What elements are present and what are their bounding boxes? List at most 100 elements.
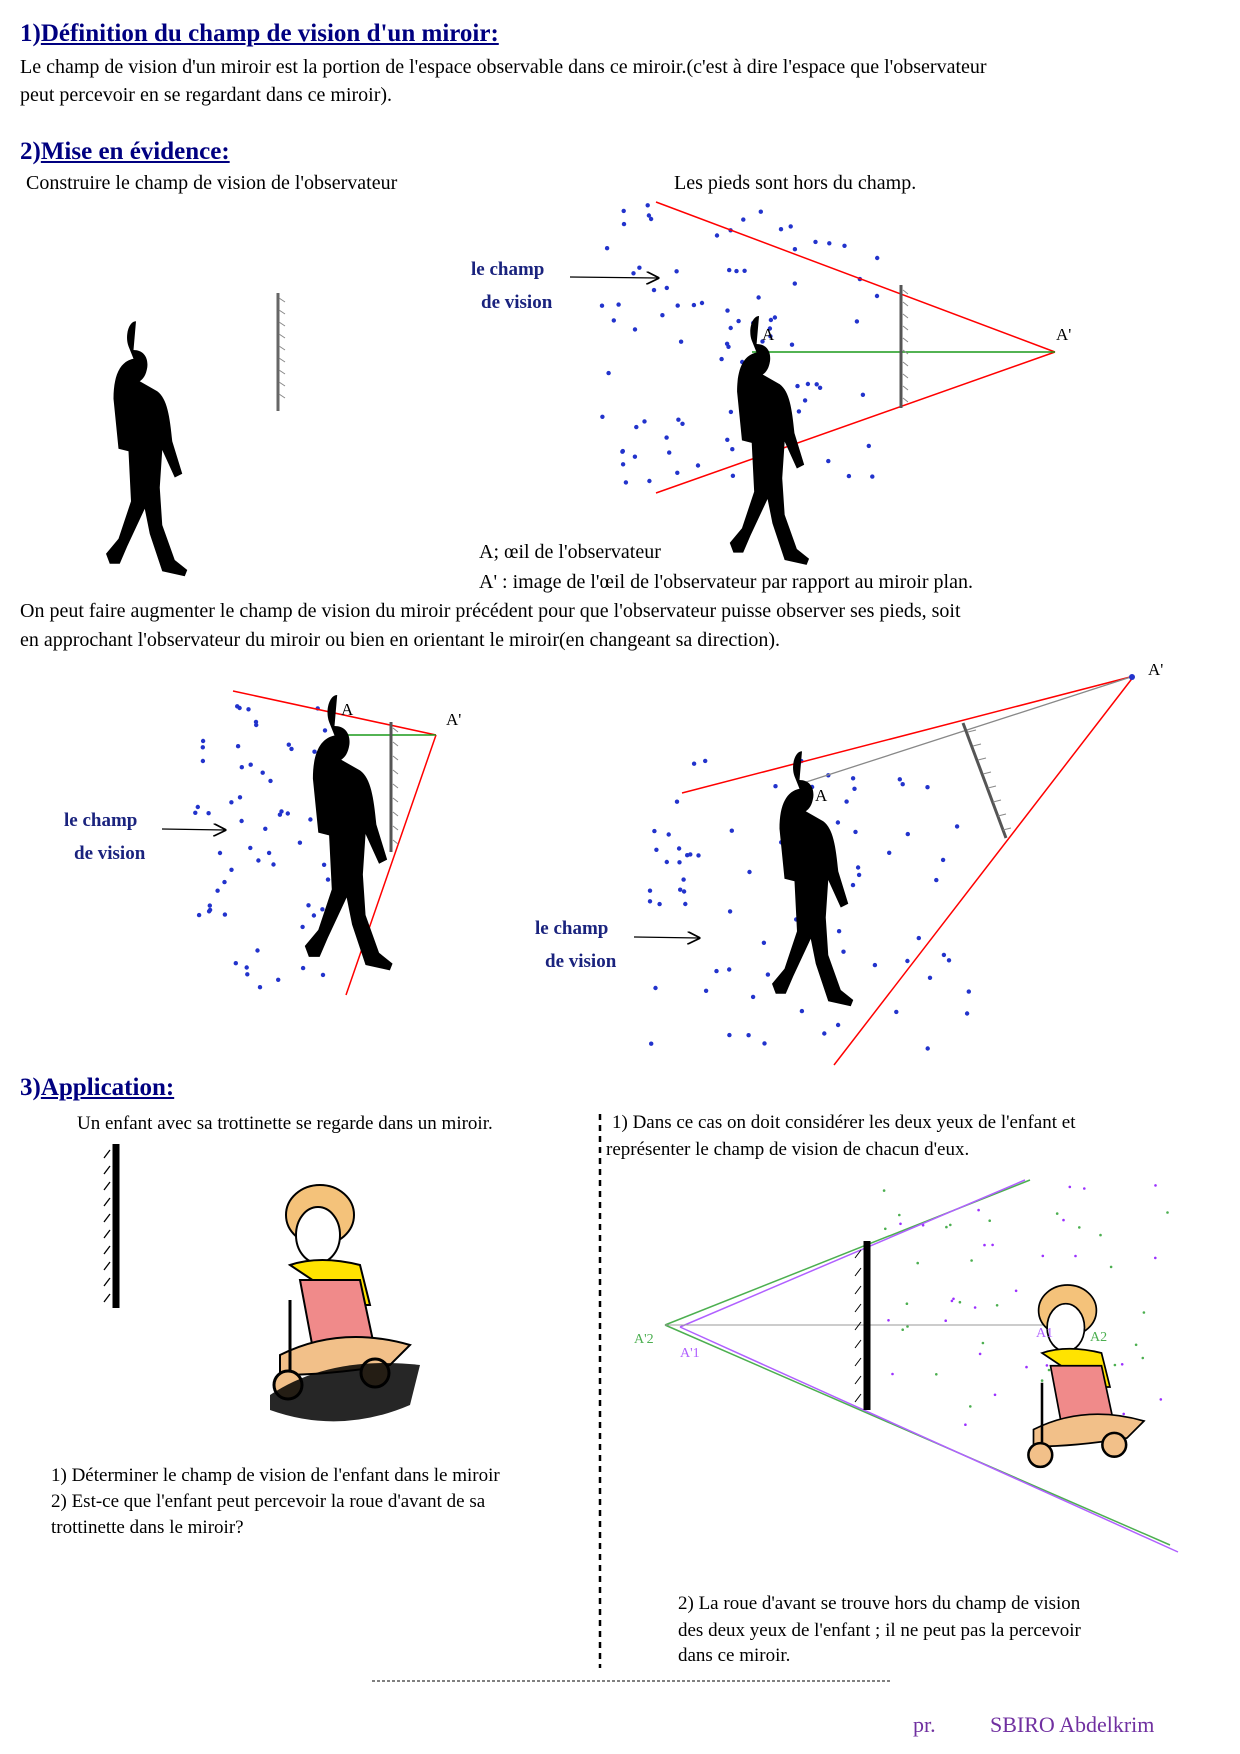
field-dot [699,300,705,306]
point-A1-prime: A'1 [680,1346,700,1361]
point-A2-prime: A'2 [634,1332,654,1347]
field-dot [1109,1265,1113,1269]
point-A-prime: A' [446,710,462,729]
field-dot [795,383,800,389]
field-dot [964,1423,967,1426]
field-dot [246,707,251,712]
field-dot [954,824,960,829]
field-label: de vision [545,951,617,972]
field-dot [762,1041,767,1046]
field-dot [239,765,244,770]
observer-silhouette [106,321,188,577]
field-dot [891,1372,894,1376]
field-dot [196,912,202,918]
field-dot [222,879,227,885]
field-dot [854,319,860,324]
field-dot [678,887,683,892]
field-dot [853,829,858,835]
field-dot [728,409,734,415]
field-dot [634,424,639,430]
field-dot [1055,1212,1059,1215]
figure-observer-alone [106,293,286,577]
field-dots [599,203,880,485]
section3-heading: 3)Application: [20,1074,175,1101]
field-dot [200,738,206,744]
field-dot [263,826,268,831]
point-A-prime: A' [1148,660,1164,679]
field-dot [1045,1364,1049,1367]
field-dot [822,1031,827,1036]
footer-author: SBIRO Abdelkrim [990,1712,1155,1737]
field-dot [760,339,765,344]
legend-A: A; œil de l'observateur [479,541,661,563]
field-dot [1122,1412,1125,1416]
field-dot [856,872,862,878]
field-dot [750,994,756,1000]
field-dot [941,952,947,958]
field-dot [606,370,611,376]
field-dot [973,1306,977,1309]
field-dot [674,799,680,804]
field-dot [646,213,652,218]
field-dot [237,705,242,711]
field-dot [652,828,657,834]
field-dot [696,853,701,858]
answer2-line2: des deux yeux de l'enfant ; il ne peut p… [678,1620,1081,1641]
field-dot [676,417,681,422]
field-dot [616,302,621,307]
field-dot [651,287,657,293]
field-dot [852,786,857,791]
field-dot [983,1243,986,1247]
field-dot [680,421,685,426]
field-dot [653,985,658,991]
field-dot [300,965,306,971]
field-dot [921,1223,925,1227]
field-dot [872,962,878,968]
field-dot [714,968,719,974]
field-dot [300,924,305,930]
field-dot [664,859,669,865]
field-dot [654,847,659,852]
field-dot [306,903,311,908]
field-dot [200,745,205,750]
mirror-icon [899,285,909,408]
field-dot [742,268,747,273]
field-dot [966,989,971,994]
field-dot [796,409,802,414]
field-dot [991,1243,994,1247]
field-dot [727,967,732,972]
field-dot [725,437,730,442]
mirror-icon [961,722,1012,839]
field-dot [855,865,861,870]
field-dot [600,414,605,419]
field-dot [206,811,211,816]
field-dot [620,449,625,454]
field-dot [1142,1311,1146,1314]
field-dot [642,419,647,424]
answer2-line1: 2) La roue d'avant se trouve hors du cha… [678,1593,1081,1614]
field-label: de vision [481,292,553,313]
field-dot [724,341,730,346]
field-dot [1025,1365,1028,1369]
field-dot [248,762,253,767]
field-dot [719,356,724,362]
field-label: de vision [74,843,146,864]
label-arrow [569,277,658,278]
field-dot [727,267,732,273]
figure-observer-closer [161,690,437,996]
field-dot [935,1373,938,1376]
field-dot [647,478,652,484]
field-dot [657,901,662,907]
field-dot [681,889,687,894]
field-dot [297,840,303,845]
field-dot [683,901,688,907]
field-dot [632,454,638,459]
field-dot [727,1032,732,1038]
field-dot [200,758,206,764]
mirror-icon [276,293,286,411]
field-dot [882,1189,886,1192]
field-dot [835,820,841,825]
field-dot [703,988,709,993]
field-dot [1078,1226,1081,1229]
legend-A-prime: A' : image de l'œil de l'observateur par… [479,571,973,593]
